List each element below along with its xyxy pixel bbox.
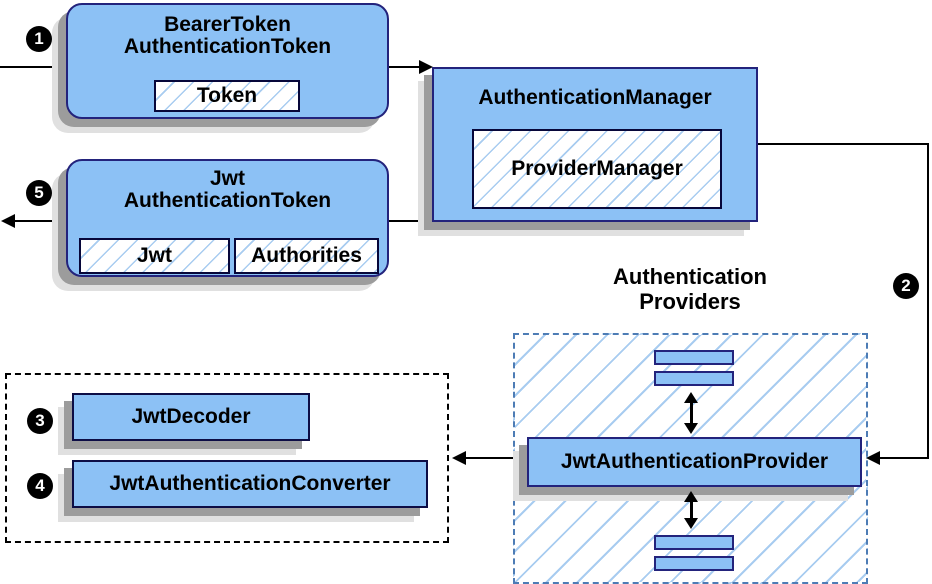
jwt-authentication-provider-label: JwtAuthenticationProvider <box>560 450 829 473</box>
double-arrow-shaft <box>690 401 693 425</box>
node-authentication-manager: AuthenticationManager ProviderManager <box>432 67 758 222</box>
connector-provider-to-converters <box>465 457 513 459</box>
bearer-token-title-line1: BearerToken <box>164 13 291 36</box>
arrowhead-right-icon <box>419 60 433 74</box>
node-jwt-authentication-provider: JwtAuthenticationProvider <box>527 437 862 487</box>
connector-step2-horizontal <box>758 143 929 145</box>
provider-slot-bar <box>654 535 734 550</box>
jwt-authentication-converter-label: JwtAuthenticationConverter <box>109 472 391 495</box>
node-jwt-authentication-converter: JwtAuthenticationConverter <box>72 460 428 508</box>
jwt-token-title-line1: Jwt <box>209 167 245 190</box>
double-arrow-up-icon <box>684 392 698 403</box>
double-arrow-up-icon <box>684 491 698 502</box>
providers-label-line1: Authentication <box>613 264 767 289</box>
authentication-manager-title: AuthenticationManager <box>478 86 712 109</box>
arrowhead-left-icon <box>1 214 15 228</box>
bearer-token-title-line2: AuthenticationToken <box>123 35 332 58</box>
connector-response-out <box>13 220 66 222</box>
providers-label-line2: Providers <box>639 289 741 314</box>
double-arrow-down-icon <box>684 423 698 434</box>
node-jwt-authentication-token: Jwt AuthenticationToken Jwt Authorities <box>66 159 389 277</box>
double-arrow-down-icon <box>684 518 698 529</box>
field-token: Token <box>154 80 300 112</box>
provider-slot-bar <box>654 350 734 365</box>
field-jwt: Jwt <box>79 238 230 274</box>
node-bearer-token-authentication-token: BearerToken AuthenticationToken Token <box>66 3 389 119</box>
field-provider-manager: ProviderManager <box>472 129 722 209</box>
arrowhead-left-icon <box>452 451 466 465</box>
jwt-decoder-label: JwtDecoder <box>131 405 251 428</box>
provider-slot-bar <box>654 371 734 386</box>
provider-slot-bar <box>654 556 734 571</box>
connector-token-to-manager <box>389 66 420 68</box>
arrowhead-left-icon <box>866 451 880 465</box>
step-badge-1: 1 <box>26 26 52 52</box>
connector-step2-into-provider <box>880 457 929 459</box>
connector-manager-to-jwt-token <box>389 220 433 222</box>
field-authorities: Authorities <box>234 238 379 274</box>
connector-request-in <box>0 66 66 68</box>
jwt-token-title-line2: AuthenticationToken <box>123 189 332 212</box>
double-arrow-shaft <box>690 500 693 521</box>
step-badge-4: 4 <box>27 473 53 499</box>
providers-dashed-box: JwtAuthenticationProvider <box>513 333 868 584</box>
node-jwt-decoder: JwtDecoder <box>72 393 310 441</box>
connector-step2-vertical <box>927 143 929 459</box>
step-badge-5: 5 <box>26 180 52 206</box>
providers-group-label: Authentication Providers <box>560 264 820 314</box>
step-badge-3: 3 <box>27 408 53 434</box>
step-badge-2: 2 <box>893 273 919 299</box>
